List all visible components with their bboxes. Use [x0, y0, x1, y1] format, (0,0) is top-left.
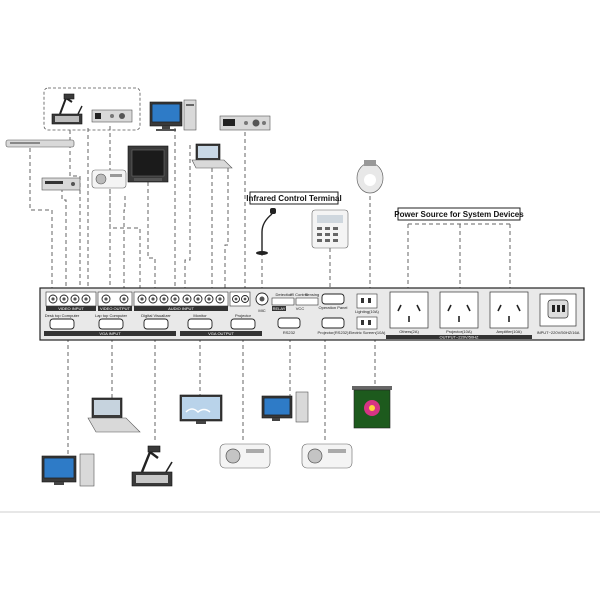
- power-title: Power Source for System Devices: [394, 207, 524, 221]
- serial-ports: Operation Panel Projector(RS232): [318, 293, 350, 335]
- amplifier-right: [219, 115, 271, 131]
- device-group-box: [43, 87, 141, 131]
- label-digital-visualizer: Digital Visualizer: [141, 313, 171, 318]
- projector-top: [91, 169, 127, 189]
- label-output-power: OUTPUT~220V/50HZ: [439, 335, 479, 340]
- label-laptop-computer: Lap top Computer: [95, 313, 128, 318]
- power-input: INPUT~220V/50HZ/16A: [537, 293, 580, 335]
- crt-television: [127, 145, 169, 183]
- desktop-computer-middle: [261, 391, 309, 423]
- monitor-audio-block: [229, 291, 251, 307]
- label-monitor: Monitor: [193, 313, 207, 318]
- vga-output-block: Monitor Projector VGA OUTPUT: [180, 313, 262, 336]
- ir-control-terminal: [311, 209, 349, 249]
- vga-input-block: Desk top Computer Lap top Computer Digit…: [44, 313, 176, 336]
- label-projector-10a: Projector(10A): [446, 329, 472, 334]
- label-vga-output: VGA OUTPUT: [208, 331, 234, 336]
- label-input-power: INPUT~220V/50HZ/16A: [537, 330, 580, 335]
- microphone: [256, 208, 276, 255]
- projector-bottom-1: [219, 443, 271, 469]
- label-video-input: VIDEO INPUT: [58, 306, 84, 311]
- laptop-bottom: [87, 397, 141, 433]
- mic-block: MIC: [255, 292, 269, 313]
- projector-bottom-2: [301, 443, 353, 469]
- infrared-title: Infrared Control Terminal: [246, 191, 342, 205]
- label-projector-rs232: Projector(RS232): [318, 330, 350, 335]
- audio-input-block: AUDIO INPUT: [133, 291, 229, 311]
- control-terminals: Detection IR Control Sensing RELAY VCC R…: [271, 292, 319, 335]
- label-operation-panel: Operation Panel: [319, 305, 348, 310]
- label-mic: MIC: [258, 308, 265, 313]
- label-desktop-computer: Desk top Computer: [45, 313, 80, 318]
- label-rs232: RS232: [283, 330, 296, 335]
- dvd-player: [5, 139, 75, 148]
- label-vcc: VCC: [296, 306, 305, 311]
- wiring-lines: [29, 126, 511, 455]
- label-amplifier: Amplifier(10A): [496, 329, 522, 334]
- label-sensing: Sensing: [305, 292, 319, 297]
- amplifier-top: [91, 109, 133, 123]
- label-lighting: Lighting(10A): [355, 309, 379, 314]
- desktop-computer-top: [149, 99, 197, 131]
- label-relay: RELAY: [273, 306, 286, 311]
- label-others: Others(2A): [399, 329, 419, 334]
- control-panel: VIDEO INPUT VIDEO OUTPUT AUDIO INPUT: [39, 287, 585, 341]
- label-detection: Detection: [276, 292, 293, 297]
- power-outlets: Others(2A) Projector(10A) Amplifier(10A)…: [386, 291, 532, 340]
- power-title-text: Power Source for System Devices: [394, 210, 524, 219]
- label-audio-input: AUDIO INPUT: [168, 306, 194, 311]
- infrared-title-text: Infrared Control Terminal: [246, 194, 341, 203]
- electric-screen: [352, 386, 392, 429]
- desktop-computer-bottom: [41, 453, 95, 487]
- document-camera-bottom: [131, 445, 173, 487]
- relay-sockets: Lighting(10A) Electric Screen(10A): [349, 293, 386, 335]
- video-output-block: VIDEO OUTPUT: [97, 291, 133, 311]
- video-input-block: VIDEO INPUT: [45, 291, 97, 311]
- label-ir-control: IR Control: [290, 292, 308, 297]
- flat-monitor: [179, 394, 223, 424]
- label-vga-input: VGA INPUT: [99, 331, 121, 336]
- document-camera-top: [51, 93, 83, 125]
- label-video-output: VIDEO OUTPUT: [100, 306, 131, 311]
- video-recorder: [41, 177, 81, 191]
- label-electric-screen: Electric Screen(10A): [349, 330, 386, 335]
- label-projector: Projector: [235, 313, 252, 318]
- laptop-top: [191, 143, 233, 169]
- lighting-bulb: [356, 160, 384, 194]
